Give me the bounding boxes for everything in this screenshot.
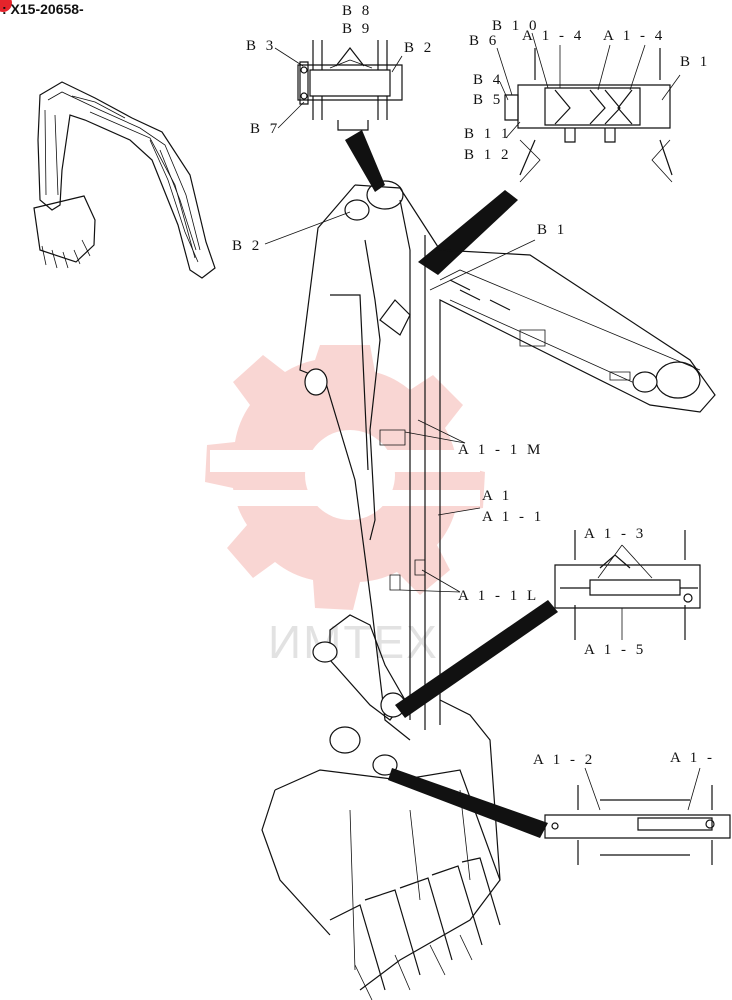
callout-b3: B 3 [246,38,276,54]
brand-badge-icon [0,0,12,12]
callout-b11: B 1 1 [464,126,512,142]
pointer-top-center [345,130,385,192]
callout-b1-right: B 1 [680,54,710,70]
callout-b1-main: B 1 [537,222,567,238]
callout-b2-main: B 2 [232,238,262,254]
callout-b5: B 5 [473,92,503,108]
callout-a1-1m: A 1 - 1 M [458,442,543,458]
callout-a1-5: A 1 - 5 [584,642,646,658]
callout-b6: B 6 [469,33,499,49]
detail-pin-b-top-right [504,48,673,183]
callout-b4: B 4 [473,72,503,88]
callout-a1-4-right: A 1 - 4 [603,28,665,44]
callout-a1: A 1 [482,488,512,504]
callout-a1-3: A 1 - 3 [584,526,646,542]
pointer-top-right [418,190,518,275]
detail-pin-a1-bottom-right [544,785,731,865]
callout-b8: B 8 [342,3,372,19]
callout-b7: B 7 [250,121,280,137]
watermark-text: ИМТЕХ [268,616,439,668]
detail-pin-b-top [297,40,403,131]
pointer-bottom-right [388,768,548,838]
callout-a1-2: A 1 - 2 [533,752,595,768]
callout-b2-top: B 2 [404,40,434,56]
watermark-gear-logo: ИМТЕХ [205,345,485,668]
excavator-arm-main [261,180,716,1000]
pointer-right-middle [395,600,558,718]
callout-a1-1: A 1 - 1 [482,509,544,525]
callout-a1-1l: A 1 - 1 L [458,588,539,604]
callout-a1-4-left: A 1 - 4 [522,28,584,44]
callout-b10: B 1 0 [492,18,540,34]
document-id: : X15-20658- [2,1,84,17]
excavator-thumbnail [33,81,216,279]
detail-pin-a1-right-middle [554,530,701,640]
callout-b12: B 1 2 [464,147,512,163]
callout-a1-cut: A 1 - [670,750,715,766]
callout-b9: B 9 [342,21,372,37]
